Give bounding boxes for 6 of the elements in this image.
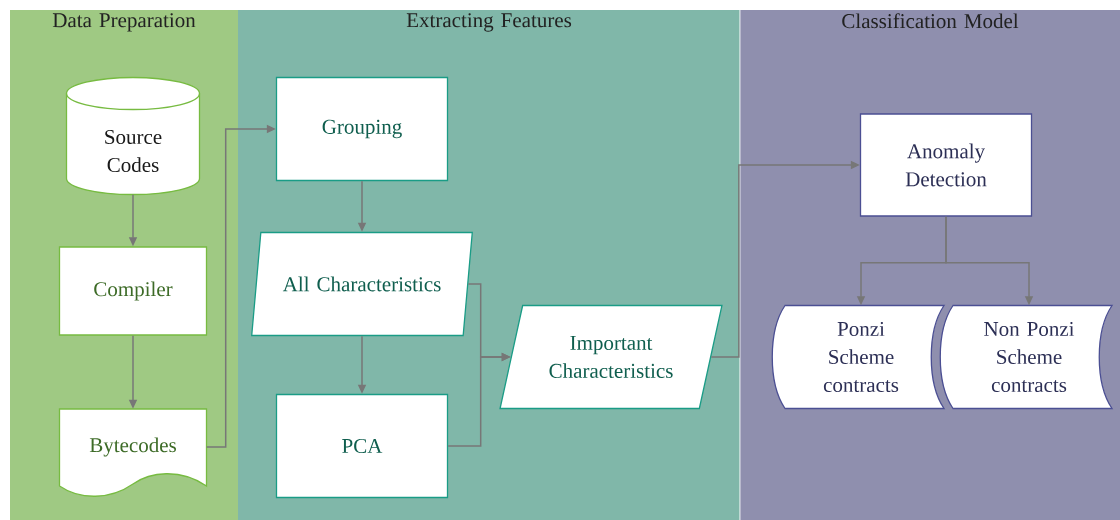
process-box: Grouping xyxy=(275,76,449,182)
data-parallelogram: All Characteristics xyxy=(251,231,473,337)
process-box: Anomaly Detection xyxy=(859,113,1033,217)
process-box: PCA xyxy=(275,393,449,499)
database-cylinder: Source Codes xyxy=(65,76,201,196)
process-box: Compiler xyxy=(58,246,208,336)
